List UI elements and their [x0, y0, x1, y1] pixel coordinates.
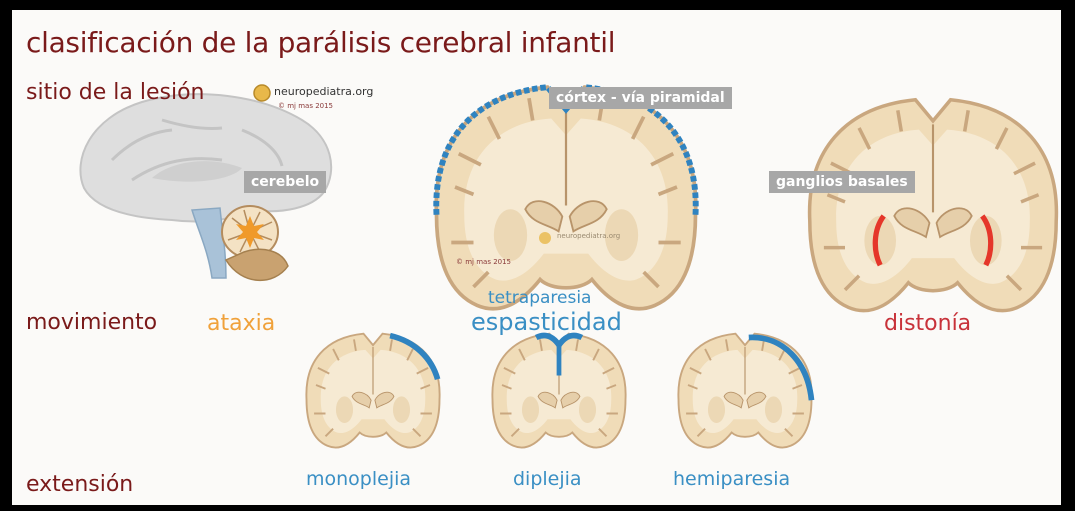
coronal-hemiparesia — [678, 334, 811, 448]
watermark-site-inner: neuropediatra.org — [557, 232, 620, 240]
label-tetraparesia: tetraparesia — [488, 288, 591, 308]
logo-icon — [254, 85, 270, 101]
slide: clasificación de la parálisis cerebral i… — [12, 10, 1061, 505]
label-distonia: distonía — [884, 311, 971, 336]
label-espasticidad: espasticidad — [471, 308, 622, 336]
coronal-cortex — [436, 87, 695, 309]
label-hemiparesia: hemiparesia — [673, 468, 790, 490]
tag-cerebelo: cerebelo — [244, 171, 326, 193]
row-label-movimiento: movimiento — [26, 310, 157, 335]
tag-cortex: córtex - vía piramidal — [549, 87, 732, 109]
row-label-extension: extensión — [26, 472, 133, 497]
coronal-basal-ganglia — [810, 100, 1057, 311]
label-monoplejia: monoplejia — [306, 468, 411, 490]
logo-watermark-icon — [539, 232, 551, 244]
tag-ganglios: ganglios basales — [769, 171, 915, 193]
row-label-sitio: sitio de la lesión — [26, 80, 204, 105]
watermark-copyright: © mj mas 2015 — [278, 102, 333, 110]
watermark-site: neuropediatra.org — [274, 85, 373, 98]
page-title: clasificación de la parálisis cerebral i… — [26, 26, 615, 59]
watermark-copyright-inner: © mj mas 2015 — [456, 258, 511, 266]
label-diplejia: diplejia — [513, 468, 582, 490]
coronal-monoplejia — [306, 334, 439, 448]
label-ataxia: ataxia — [207, 311, 275, 336]
coronal-diplejia — [492, 334, 625, 448]
